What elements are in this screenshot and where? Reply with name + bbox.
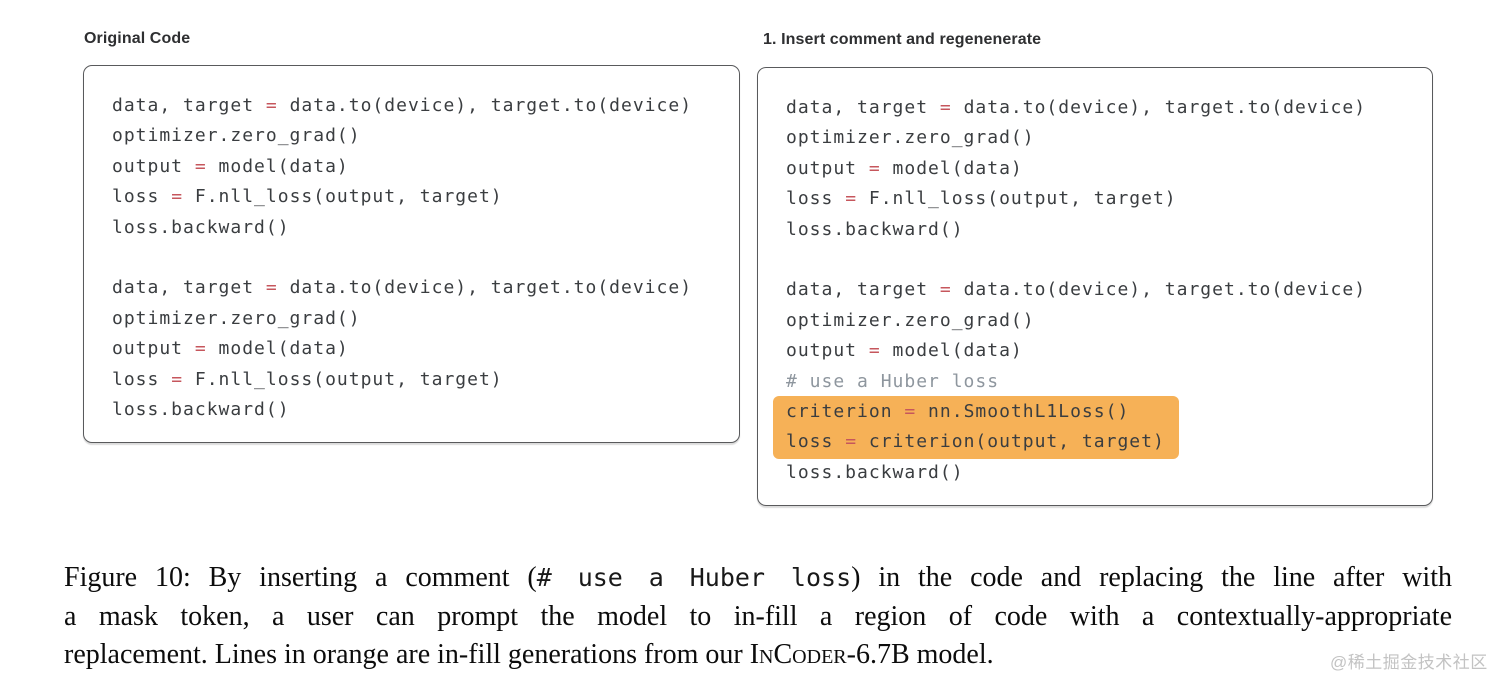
assignment-operator: = (265, 95, 278, 116)
code-line: criterion = nn.SmoothL1Loss() (786, 400, 1130, 422)
assignment-operator: = (845, 188, 858, 210)
model-name: InCoder-6.7B (749, 639, 910, 671)
assignment-operator: = (939, 279, 952, 301)
code-line: data, target = data.to(device), target.t… (786, 97, 1367, 118)
code-block: data, target = data.to(device), target.t… (773, 275, 1432, 488)
code-line: loss = F.nll_loss(output, target) (112, 186, 503, 208)
code-line: loss.backward() (112, 216, 290, 238)
caption-text: model. (909, 639, 994, 671)
code-line: optimizer.zero_grad() (112, 125, 361, 147)
code-line: loss = F.nll_loss(output, target) (112, 368, 503, 390)
code-block: data, target = data.to(device), target.t… (112, 91, 739, 243)
assignment-operator: = (265, 277, 278, 299)
code-line: output = model(data) (786, 340, 1023, 362)
watermark: @稀土掘金技术社区 (1330, 653, 1488, 672)
code-line: data, target = data.to(device), target.t… (112, 95, 693, 116)
code-line: loss = F.nll_loss(output, target) (786, 188, 1177, 210)
code-line: optimizer.zero_grad() (786, 127, 1035, 149)
caption-line-2: a mask token, a user can prompt the mode… (64, 598, 1452, 637)
caption-text: ) in the code and replacing the line aft… (851, 562, 1452, 593)
regenerated-code-panel-label: 1. Insert comment and regenenerate (763, 31, 1042, 48)
caption-inline-code: # use a Huber loss (536, 563, 852, 592)
code-comment-line: # use a Huber loss (786, 370, 1000, 392)
assignment-operator: = (868, 157, 881, 179)
code-line: data, target = data.to(device), target.t… (112, 277, 693, 299)
code-line: loss.backward() (786, 218, 964, 240)
code-line: optimizer.zero_grad() (112, 307, 361, 329)
caption-text: Figure 10: By inserting a comment ( (64, 562, 537, 593)
caption-line-1: Figure 10: By inserting a comment (# use… (64, 559, 1452, 598)
assignment-operator: = (904, 400, 917, 422)
caption-text: replacement. Lines in orange are in-fill… (64, 639, 750, 671)
regenerated-code-box: data, target = data.to(device), target.t… (757, 67, 1433, 506)
assignment-operator: = (845, 431, 858, 453)
code-line: data, target = data.to(device), target.t… (786, 279, 1367, 301)
code-line: loss.backward() (786, 461, 964, 483)
caption-line-3: replacement. Lines in orange are in-fill… (64, 636, 1452, 675)
assignment-operator: = (194, 338, 207, 360)
assignment-operator: = (171, 368, 184, 390)
figure-caption: Figure 10: By inserting a comment (# use… (64, 559, 1452, 675)
infill-highlight: criterion = nn.SmoothL1Loss() loss = crit… (773, 395, 1179, 459)
original-code-panel-label: Original Code (84, 30, 191, 47)
code-line: optimizer.zero_grad() (786, 309, 1035, 331)
assignment-operator: = (171, 186, 184, 208)
code-line: output = model(data) (786, 157, 1023, 179)
assignment-operator: = (939, 97, 952, 118)
caption-text: a mask token, a user can prompt the mode… (64, 600, 1452, 632)
code-block: data, target = data.to(device), target.t… (112, 273, 739, 425)
assignment-operator: = (194, 155, 207, 177)
original-code-box: data, target = data.to(device), target.t… (83, 65, 740, 443)
code-block: data, target = data.to(device), target.t… (786, 93, 1432, 245)
code-line: output = model(data) (112, 155, 349, 177)
code-line: loss.backward() (112, 398, 290, 420)
code-line: output = model(data) (112, 338, 349, 360)
assignment-operator: = (868, 340, 881, 362)
code-line: loss = criterion(output, target) (786, 431, 1165, 453)
